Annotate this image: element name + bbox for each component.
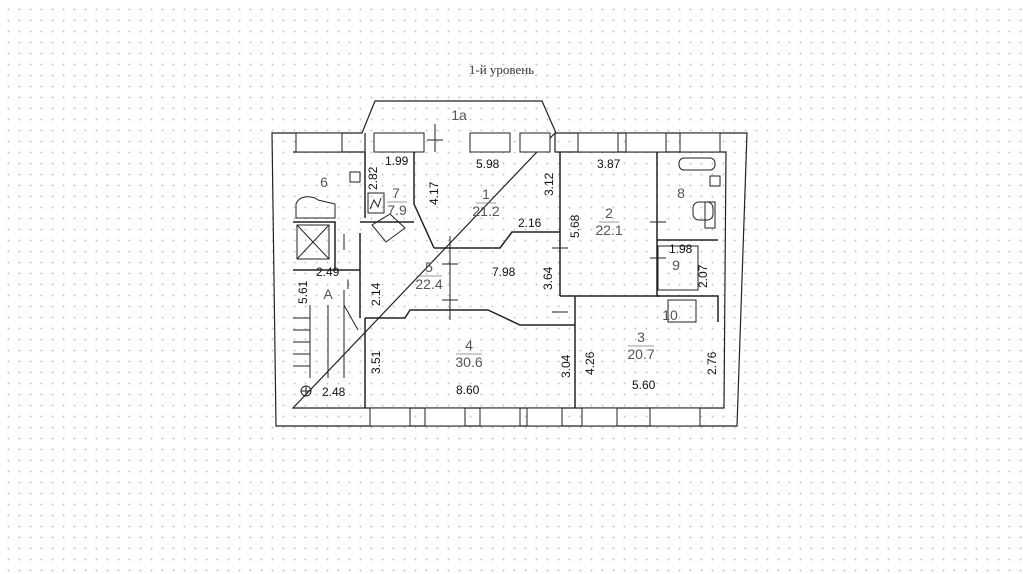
room-3-number: 3 — [637, 329, 645, 345]
room-4-area: 30.6 — [455, 354, 482, 370]
dim-1-98: 1.98 — [669, 242, 693, 256]
dim-3-64: 3.64 — [541, 266, 555, 290]
dim-5-98: 5.98 — [476, 157, 500, 171]
room-10-number: 10 — [662, 307, 678, 323]
bay-label: 1а — [451, 107, 467, 123]
dim-2-76: 2.76 — [705, 351, 719, 375]
room-i-label: I — [346, 276, 350, 292]
room-1-area: 21.2 — [472, 203, 499, 219]
dim-3-12: 3.12 — [542, 172, 556, 196]
room-7-area: 7.9 — [387, 202, 407, 218]
plan-title: 1-й уровень — [468, 62, 535, 77]
door-ticks — [343, 124, 666, 320]
room-2-area: 22.1 — [595, 222, 622, 238]
room-2-number: 2 — [605, 205, 613, 221]
room-9-number: 9 — [672, 257, 680, 273]
dim-1-99: 1.99 — [385, 154, 409, 168]
dim-4-26: 4.26 — [583, 351, 597, 375]
room-7-number: 7 — [392, 185, 400, 201]
room-5-area: 22.4 — [415, 276, 442, 292]
dim-3-04: 3.04 — [559, 354, 573, 378]
dim-5-68: 5.68 — [568, 214, 582, 238]
dim-4-17: 4.17 — [427, 181, 441, 205]
dim-3-87: 3.87 — [597, 157, 621, 171]
room-8-number: 8 — [677, 185, 685, 201]
stair — [293, 224, 359, 397]
room-labels: 1 21.2 2 22.1 3 20.7 4 30.6 5 22.4 6 7 7… — [320, 107, 685, 370]
dimensions: 1.99 5.98 3.87 2.82 4.17 3.12 2.16 5.68 … — [296, 154, 719, 399]
room-5-number: 5 — [425, 259, 433, 275]
dim-8-60: 8.60 — [456, 383, 480, 397]
room-4-number: 4 — [465, 337, 473, 353]
dim-5-61: 5.61 — [296, 280, 310, 304]
interior-walls — [293, 152, 719, 408]
windows — [295, 132, 721, 427]
dim-2-82: 2.82 — [366, 166, 380, 190]
dim-2-16: 2.16 — [518, 216, 542, 230]
room-6-number: 6 — [320, 174, 328, 190]
room-1-number: 1 — [482, 186, 490, 202]
fixtures — [295, 157, 721, 323]
dim-2-14: 2.14 — [369, 282, 383, 306]
dim-2-49: 2.49 — [316, 265, 340, 279]
room-a-label: А — [323, 286, 333, 302]
dim-2-07: 2.07 — [696, 264, 710, 288]
room-3-area: 20.7 — [627, 346, 654, 362]
dim-2-48: 2.48 — [322, 385, 346, 399]
dim-3-51: 3.51 — [369, 350, 383, 374]
dim-7-98: 7.98 — [492, 265, 516, 279]
dim-5-60: 5.60 — [632, 378, 656, 392]
